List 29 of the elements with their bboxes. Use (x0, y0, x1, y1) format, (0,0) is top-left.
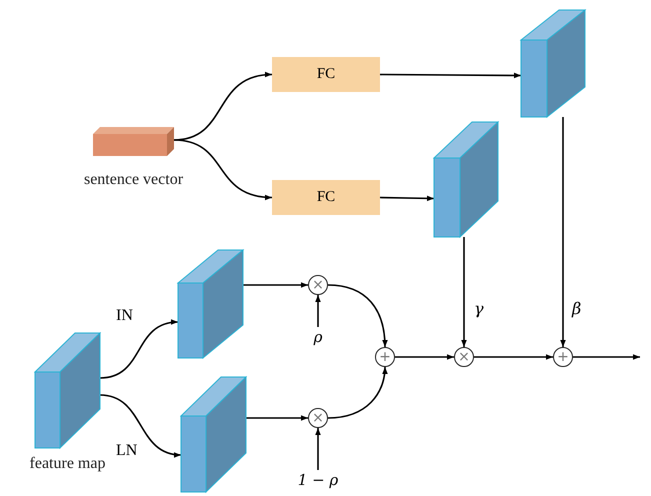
operator-circle: + (553, 347, 573, 367)
weight-label: 1 − ρ (296, 470, 340, 490)
arrow (174, 72, 272, 141)
arrow (380, 72, 521, 78)
block-caption: feature map (28, 455, 106, 473)
arrow (328, 366, 388, 419)
layer-box: FC (272, 57, 380, 92)
weight-label: ρ (311, 327, 325, 347)
arrow (174, 139, 272, 200)
arrow (243, 282, 308, 288)
operator-circle: × (454, 347, 474, 367)
arrow (315, 295, 321, 327)
arrow (246, 415, 308, 421)
arrow (315, 428, 321, 470)
operator-circle: + (375, 347, 395, 367)
arrow (380, 196, 434, 202)
edge-label: β (570, 300, 584, 318)
arrow (100, 320, 178, 379)
block-caption: sentence vector (82, 171, 184, 189)
arrow (474, 354, 553, 360)
operator-circle: × (308, 408, 328, 428)
arrow (573, 354, 640, 360)
arrow (100, 394, 182, 457)
layer-box: FC (272, 180, 380, 215)
arrow (560, 117, 566, 347)
arrow (395, 354, 454, 360)
arrow (328, 284, 388, 348)
arrow (461, 237, 467, 347)
operator-circle: × (308, 275, 328, 295)
